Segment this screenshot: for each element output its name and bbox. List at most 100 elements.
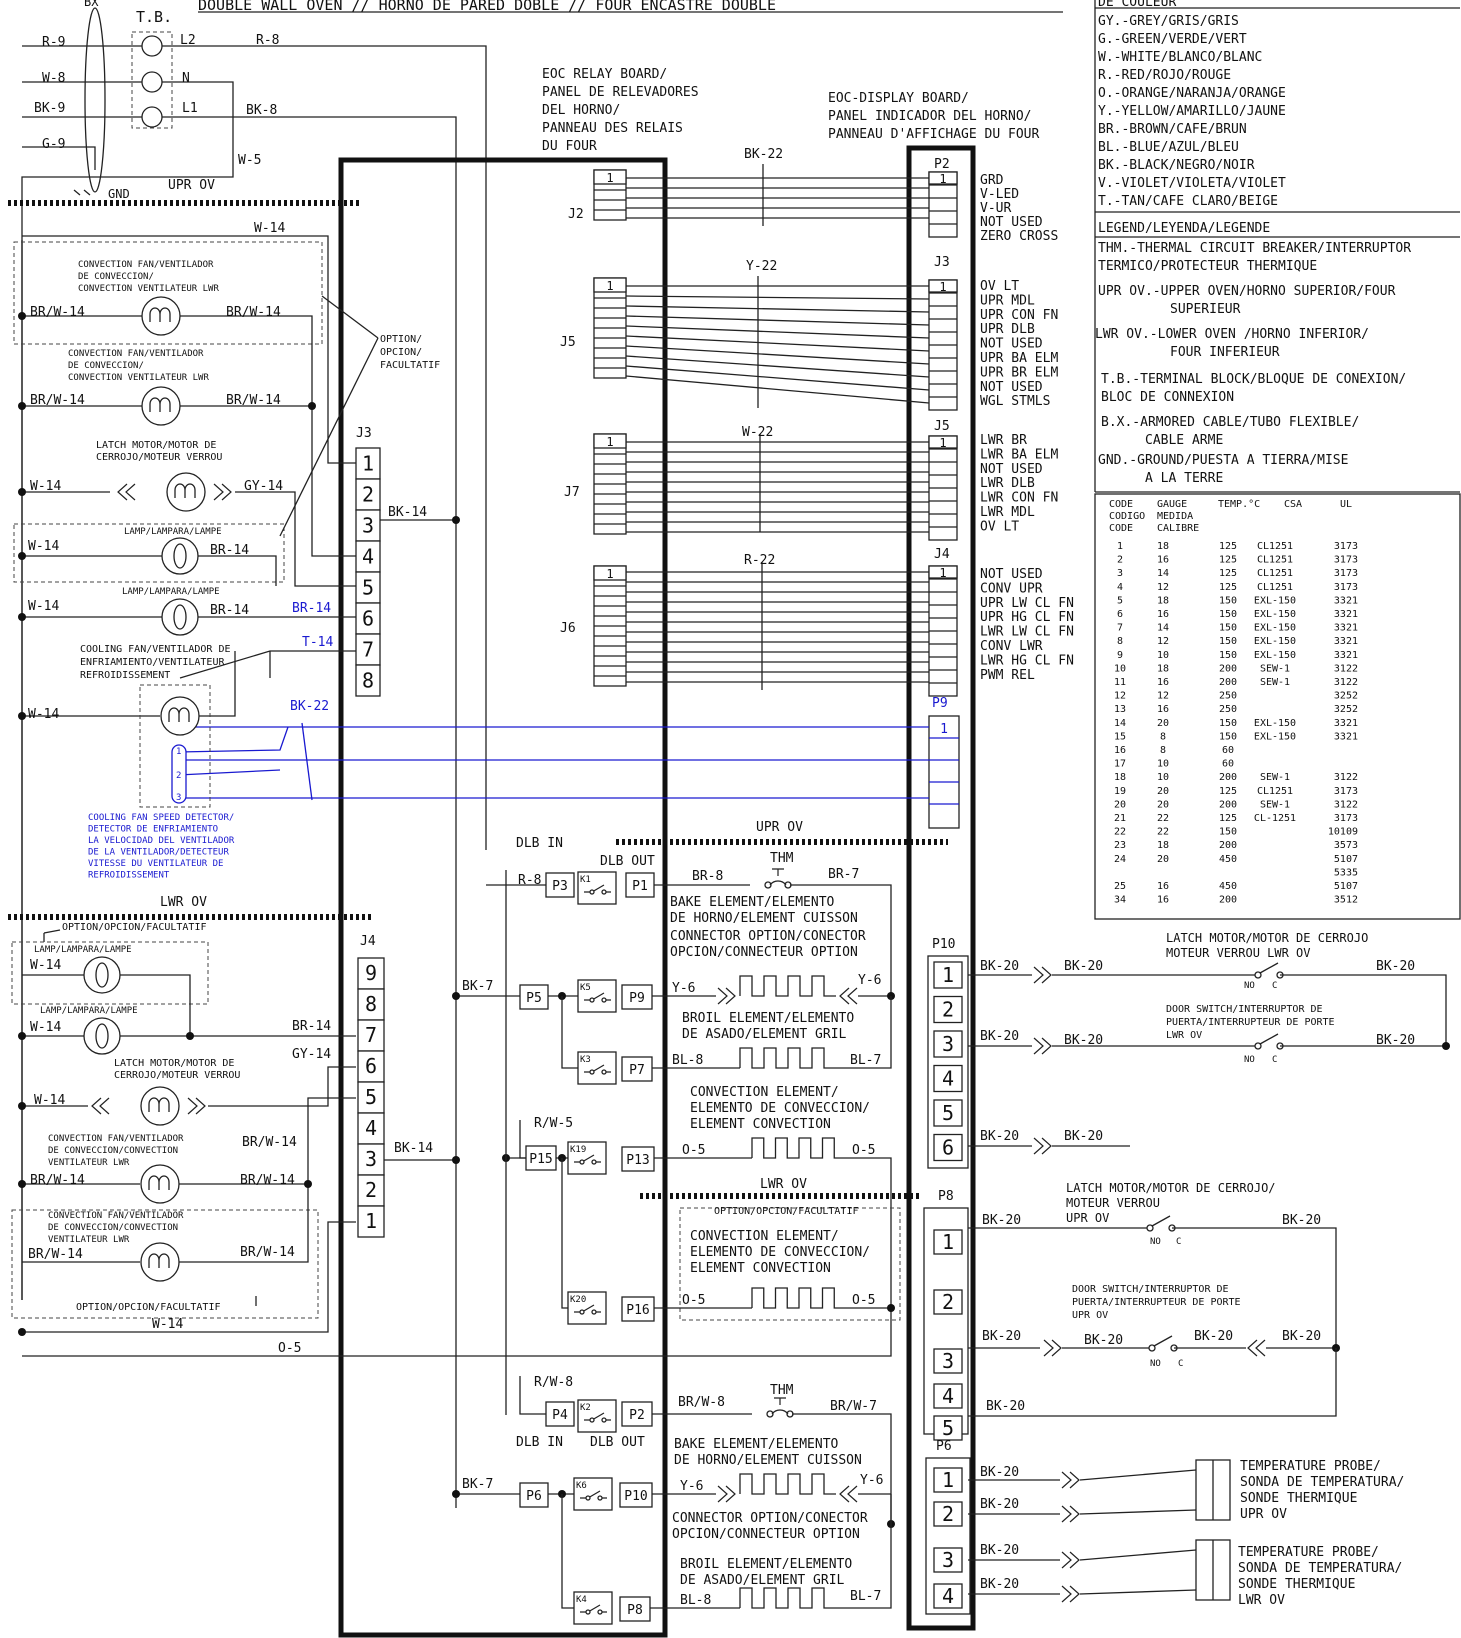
display-pin-label: NOT USED: [980, 337, 1043, 352]
relay-k1: [577, 871, 617, 905]
component-label: REFROIDISSEMENT: [80, 670, 170, 681]
j4-pin: [357, 1174, 385, 1207]
motor-winding: [149, 307, 171, 322]
relay-contact-dot: [585, 1495, 591, 1501]
connector-option-label: OPCION/CONNECTEUR OPTION: [670, 945, 858, 960]
wire-label: BR/W-14: [242, 1135, 297, 1150]
relay-k3: [577, 1051, 617, 1085]
relay-contact-dot: [589, 997, 595, 1003]
gauge-table-cell: 450: [1219, 854, 1237, 865]
relay-board-title: PANNEAU DES RELAIS: [542, 121, 683, 136]
gauge-table-cell: 20: [1114, 799, 1126, 810]
gauge-table-cell: 16: [1114, 745, 1126, 756]
gauge-table-cell: 11: [1114, 677, 1126, 688]
wire: [792, 1413, 892, 1524]
gauge-table-cell: CL1251: [1257, 555, 1293, 566]
plug-label: P5: [526, 991, 542, 1006]
gauge-table-cell: EXL-150: [1254, 718, 1296, 729]
gauge-table-cell: 19: [1114, 786, 1126, 797]
connector-label: P9: [932, 696, 948, 711]
gauge-table-cell: CL1251: [1257, 786, 1293, 797]
display-board-title: PANNEAU D'AFFICHAGE DU FOUR: [828, 127, 1039, 142]
gauge-table-cell: 125: [1219, 541, 1237, 552]
speed-detector-label: COOLING FAN SPEED DETECTOR/: [88, 813, 234, 823]
junction-dot: [18, 312, 26, 320]
pin-label: 3: [176, 793, 181, 803]
wire: [968, 1348, 1337, 1417]
wire-label: BR-14: [292, 1019, 331, 1034]
speed-wire: [177, 769, 281, 776]
harness-wire: [625, 375, 930, 404]
gauge-table-cell: 125: [1219, 813, 1237, 824]
latch-motor-label: LATCH MOTOR/MOTOR DE CERROJO/: [1066, 1181, 1276, 1195]
p10-pin: [933, 1099, 963, 1127]
wire-label: BL-8: [680, 1593, 711, 1608]
connector-label: J4: [934, 547, 950, 562]
display-pin-label: NOT USED: [980, 567, 1043, 582]
wire-label: G-9: [42, 137, 65, 152]
wire-label: O-5: [852, 1143, 875, 1158]
gauge-table-cell: 3122: [1334, 772, 1358, 783]
wire: [235, 491, 356, 587]
harness-wire: [625, 325, 930, 339]
ground-icon: [83, 189, 91, 196]
bake-element-label: BAKE ELEMENT/ELEMENTO: [670, 895, 835, 910]
plug-label: P15: [529, 1152, 552, 1167]
gauge-table-cell: 8: [1160, 731, 1166, 742]
display-p9-block: [928, 715, 960, 829]
relay-k20: [567, 1291, 607, 1325]
plug-label: P13: [626, 1153, 649, 1168]
thm-label: THM: [770, 851, 794, 866]
wire-label: BK-7: [462, 979, 493, 994]
connector-option-label: CONNECTOR OPTION/CONECTOR: [670, 929, 866, 944]
harness-wire: [625, 335, 930, 352]
component-label: CERROJO/MOTEUR VERROU: [114, 1070, 240, 1081]
door-switch-label: LWR OV: [1166, 1030, 1202, 1041]
gauge-table-cell: 450: [1219, 881, 1237, 892]
gauge-table-header: CODE: [1109, 499, 1133, 510]
display-pin-label: CONV UPR: [980, 581, 1043, 596]
component-label: CONVECTION VENTILATEUR LWR: [68, 373, 209, 383]
plug-label: P3: [552, 879, 568, 894]
probe-label: SONDE THERMIQUE: [1240, 1491, 1357, 1506]
legend-line: FOUR INFERIEUR: [1170, 345, 1280, 360]
gauge-table-header: CODIGO: [1109, 511, 1145, 522]
component-label: DE CONVECCION/: [78, 272, 154, 282]
junction-dot: [18, 552, 26, 560]
relay-contact-dot: [597, 1495, 603, 1501]
gauge-table-cell: 22: [1157, 813, 1169, 824]
plug-p16: [621, 1296, 655, 1322]
display-pin-label: LWR DLB: [980, 476, 1035, 491]
wire-label: R-9: [42, 35, 65, 50]
plug-label: P9: [629, 991, 645, 1006]
wire-label: BR/W-14: [30, 393, 85, 408]
color-legend-entry: T.-TAN/CAFE CLARO/BEIGE: [1098, 194, 1278, 209]
gauge-table-cell: 7: [1117, 623, 1123, 634]
pin-label: 7: [365, 1023, 377, 1047]
bx-label: BX: [84, 0, 99, 9]
door-switch-label: UPR OV: [1072, 1310, 1108, 1321]
c-label: C: [1176, 1237, 1181, 1247]
gauge-table-cell: 18: [1157, 595, 1169, 606]
door-switch-label: PUERTA/INTERRUPTEUR DE PORTE: [1166, 1017, 1335, 1028]
wire-label: BK-14: [388, 505, 427, 520]
latch-motor-icon: [166, 472, 206, 512]
relay-contact-dot: [579, 1309, 585, 1315]
gauge-table-cell: 20: [1157, 799, 1169, 810]
broil-element-icon: [739, 1587, 836, 1609]
display-pin-label: UPR BR ELM: [980, 365, 1058, 380]
motor-winding: [174, 483, 196, 498]
connector-chevron-icon: [839, 1485, 858, 1503]
display-pin-label: LWR BR: [980, 433, 1027, 448]
broil-element-label: BROIL ELEMENT/ELEMENTO: [680, 1557, 852, 1572]
gauge-table-cell: 2: [1117, 555, 1123, 566]
gauge-table-cell: 20: [1157, 786, 1169, 797]
gauge-table-cell: 12: [1114, 691, 1126, 702]
gauge-table-cell: 3321: [1334, 650, 1358, 661]
pin-label: 9: [365, 961, 377, 985]
p8-pin: [933, 1383, 963, 1409]
gauge-table-cell: 3321: [1334, 609, 1358, 620]
connector-label: P6: [936, 1439, 952, 1454]
gauge-table-cell: 22: [1157, 827, 1169, 838]
plug-label: P6: [526, 1489, 542, 1504]
